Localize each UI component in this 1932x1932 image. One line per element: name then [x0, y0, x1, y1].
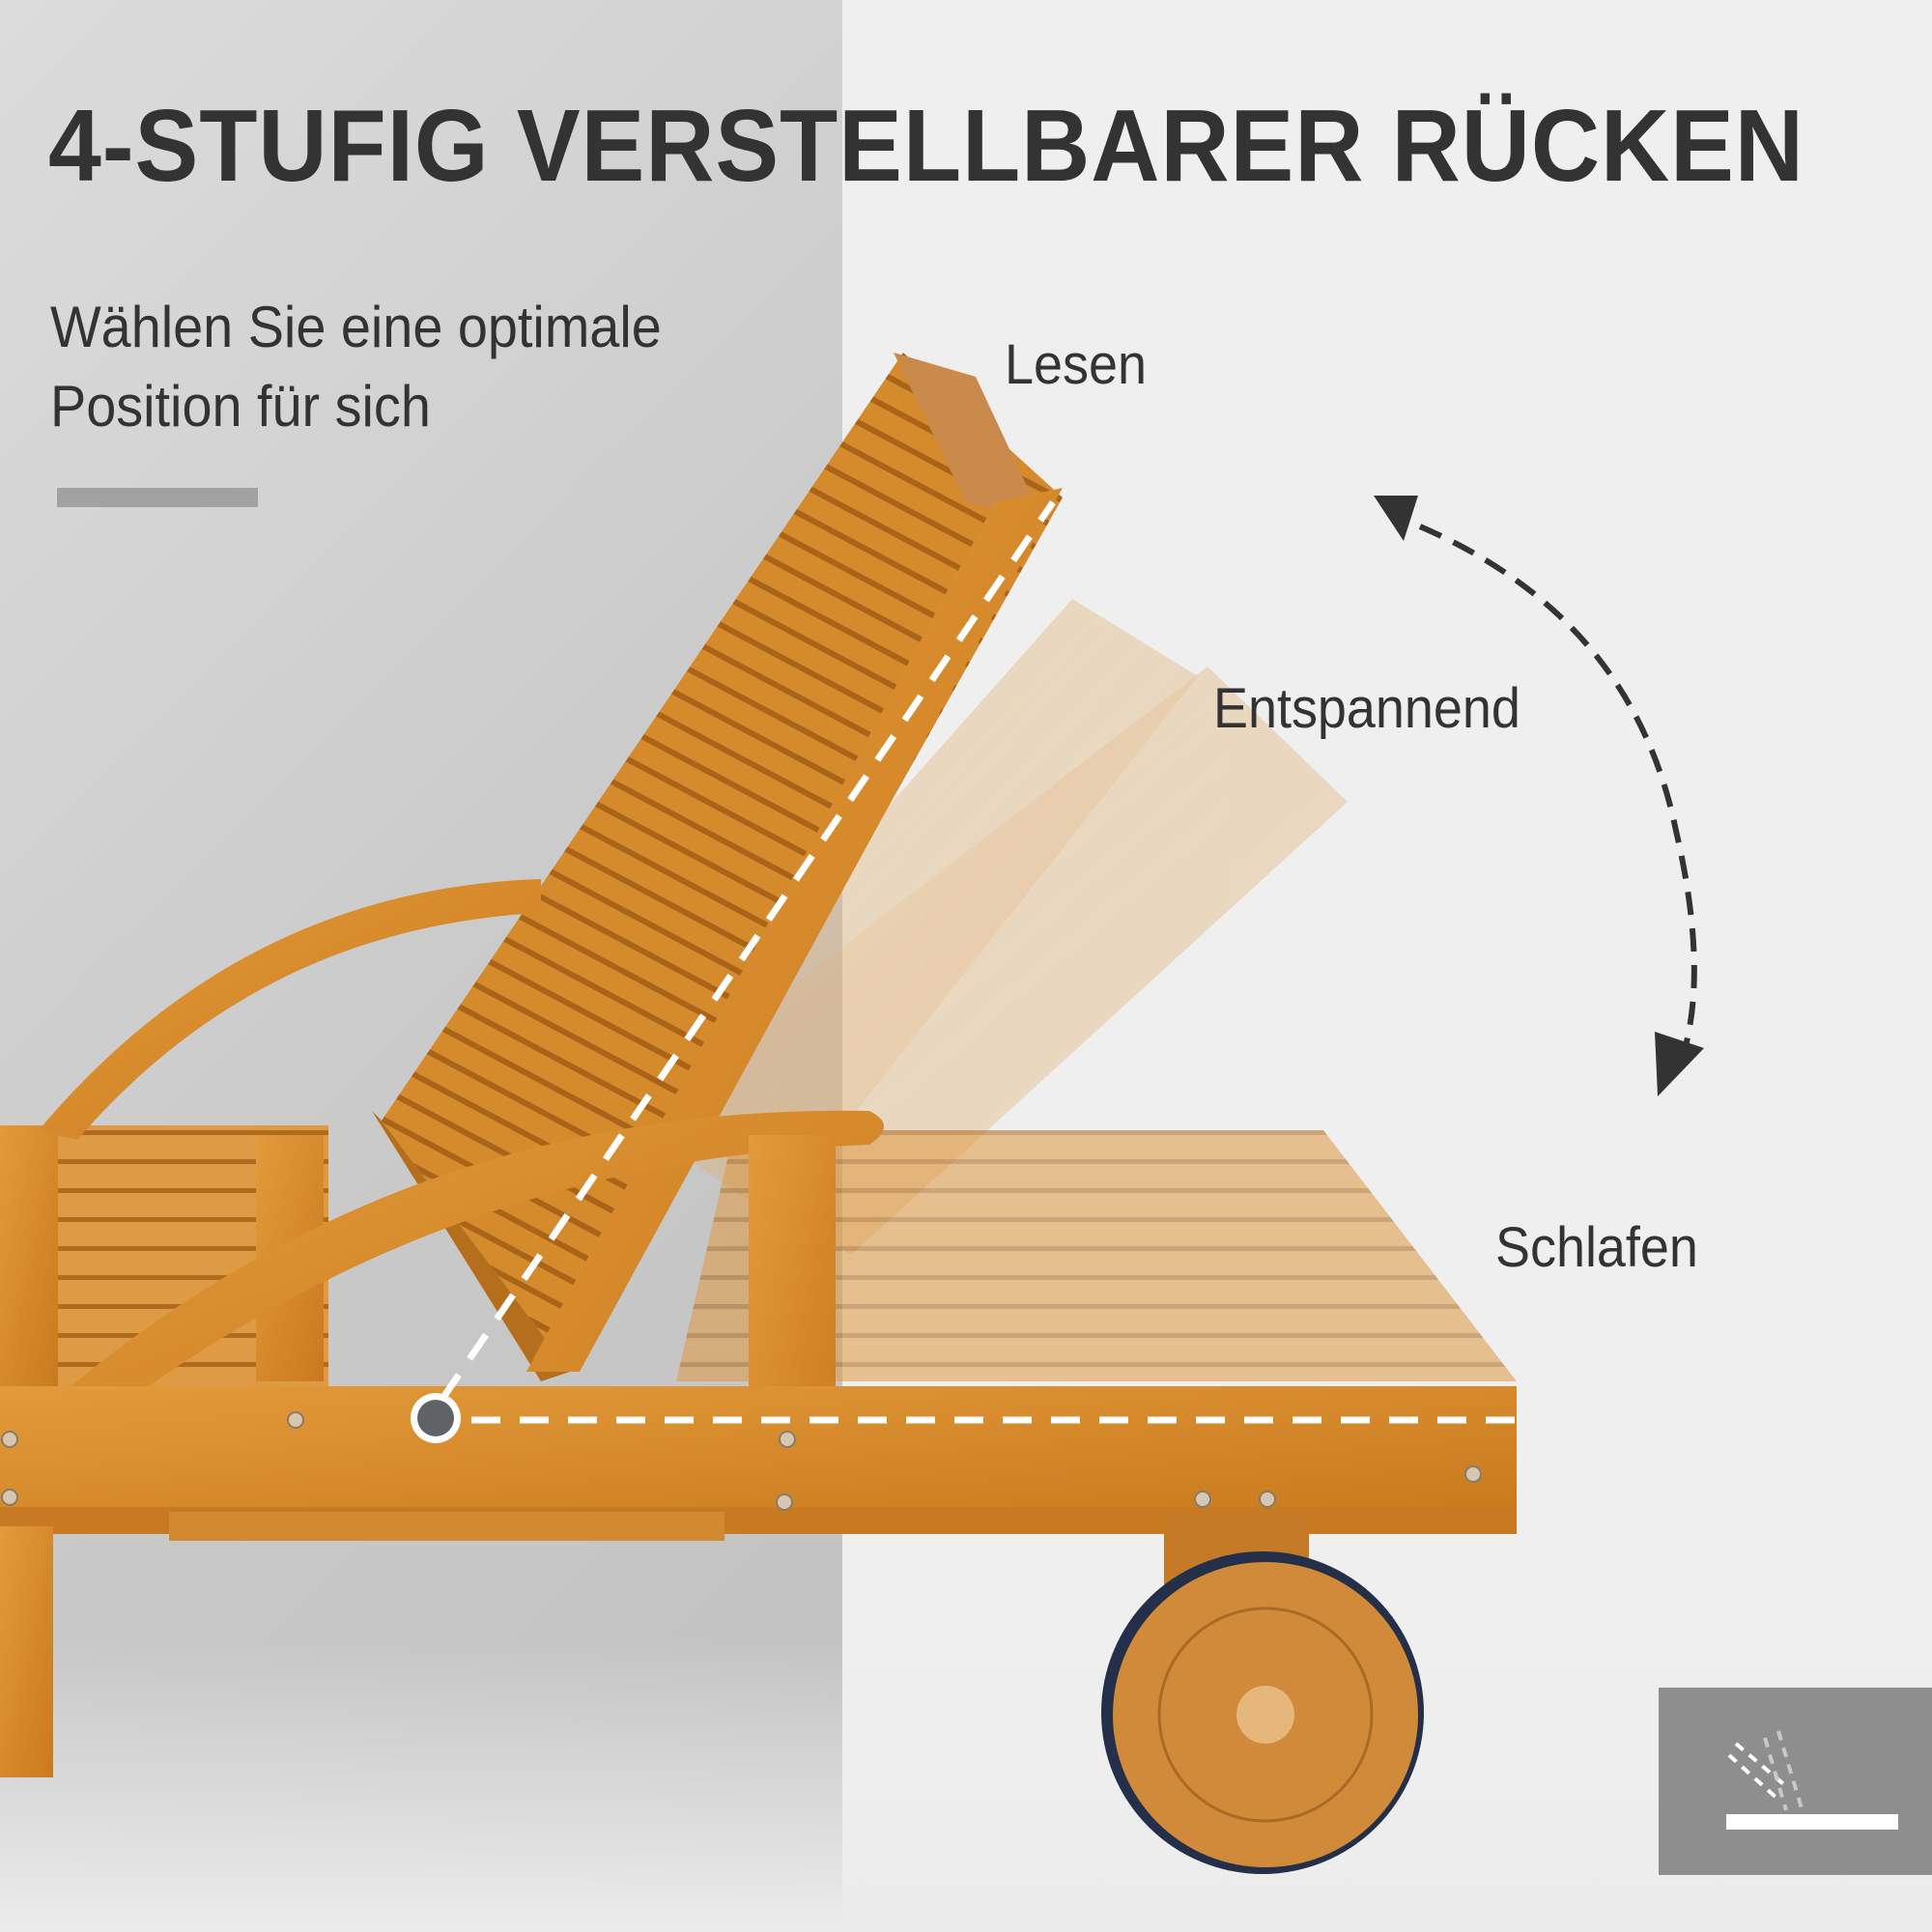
curved-dashed-double-arrow-icon [1374, 496, 1704, 1096]
sun-lounger-image [0, 353, 1517, 1874]
armrest-back [39, 879, 541, 1140]
side-rail [0, 1386, 1517, 1512]
subtitle-line-1: Wählen Sie eine optimale [50, 295, 662, 359]
subtitle-line-2: Position für sich [50, 374, 431, 439]
floor-shade [0, 1642, 1932, 1932]
position-label-reading: Lesen [1005, 333, 1147, 396]
pivot-point-icon [411, 1393, 461, 1443]
page-title: 4-STUFIG VERSTELLBARER RÜCKEN [48, 89, 1804, 203]
subtitle: Wählen Sie eine optimale Position für si… [50, 288, 662, 446]
ghost-backrest-relax [618, 599, 1348, 1256]
recline-angle-icon [1659, 1688, 1932, 1875]
backrest [382, 353, 1063, 1372]
divider-bar [57, 488, 258, 507]
position-label-relaxing: Entspannend [1213, 677, 1520, 740]
angle-guide [440, 500, 1517, 1424]
seat-deck [676, 1130, 1517, 1381]
position-label-sleeping: Schlafen [1495, 1216, 1698, 1279]
